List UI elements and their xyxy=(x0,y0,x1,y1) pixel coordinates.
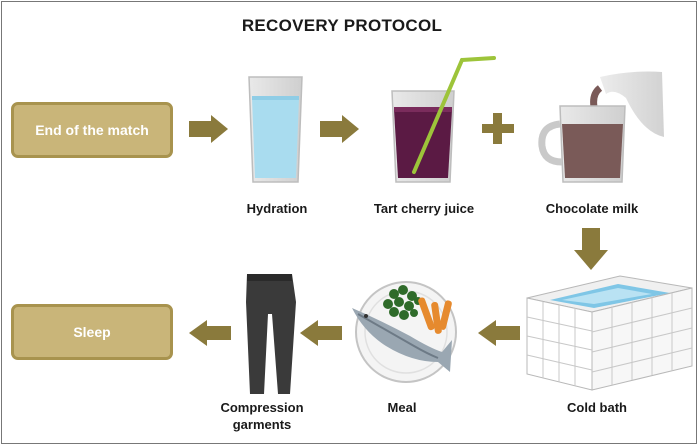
bathtub-icon xyxy=(526,275,693,391)
arrow-left-3 xyxy=(189,320,231,346)
label-cold-bath: Cold bath xyxy=(567,400,627,415)
label-compression-garments: Compression garments xyxy=(202,399,322,433)
label-meal: Meal xyxy=(387,400,417,415)
leggings-icon xyxy=(246,274,296,394)
fish-plate-icon xyxy=(352,281,457,383)
label-chocolate-milk: Chocolate milk xyxy=(545,201,639,216)
arrow-left-2 xyxy=(300,320,342,346)
arrow-right-2 xyxy=(320,115,359,143)
arrow-down xyxy=(574,228,608,270)
step-end-of-match: End of the match xyxy=(11,102,173,158)
label-tart-cherry-juice: Tart cherry juice xyxy=(373,201,475,216)
water-glass-icon xyxy=(248,76,303,183)
label-hydration: Hydration xyxy=(246,201,308,216)
label-compression-line2: garments xyxy=(232,417,292,432)
arrow-left-1 xyxy=(478,320,520,346)
arrow-right-1 xyxy=(189,115,228,143)
step-sleep: Sleep xyxy=(11,304,173,360)
juice-glass-icon xyxy=(391,56,496,183)
label-compression-line1: Compression xyxy=(220,400,304,415)
chocolate-mug-icon xyxy=(538,71,664,183)
diagram-title: RECOVERY PROTOCOL xyxy=(241,16,443,35)
plus-sign xyxy=(482,113,514,144)
